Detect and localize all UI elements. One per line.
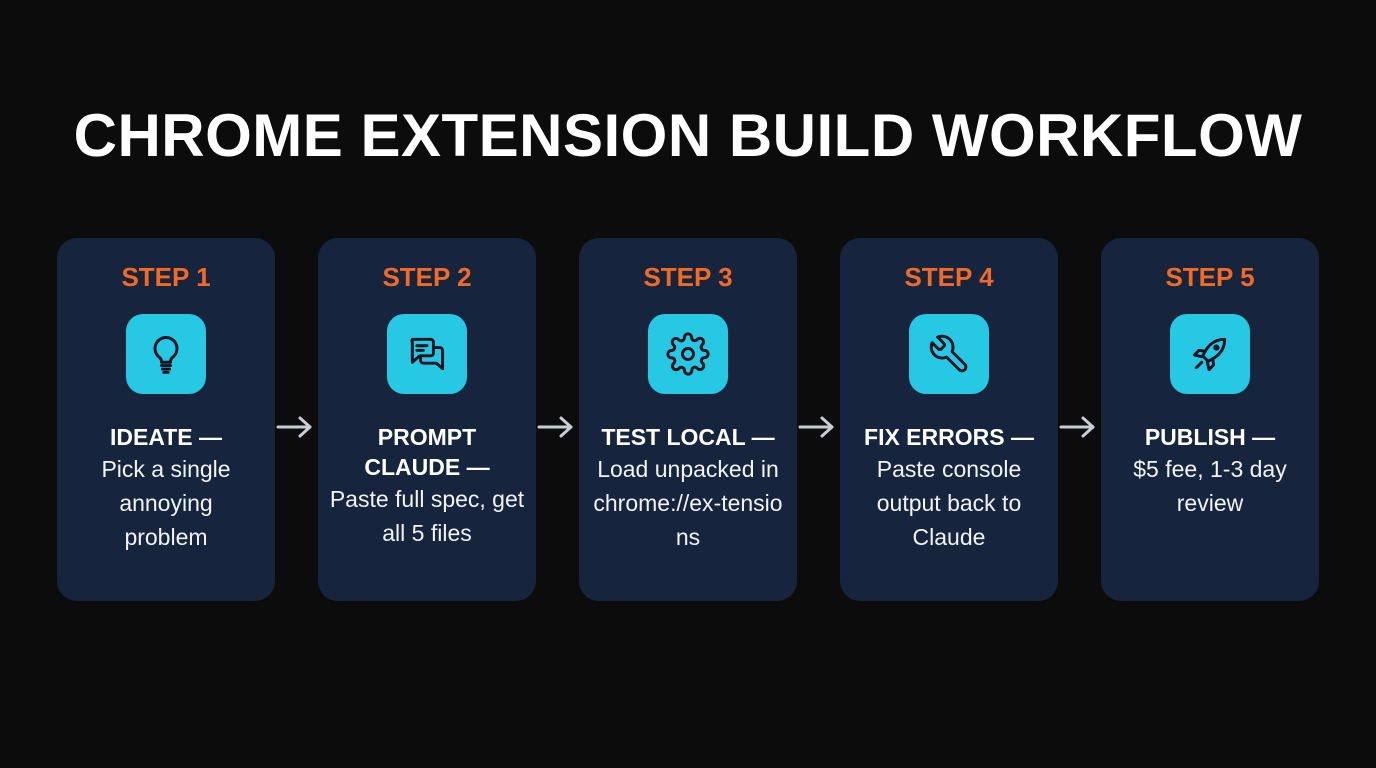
step-heading: FIX ERRORS — (864, 424, 1034, 450)
arrow-right-icon (276, 416, 312, 438)
step-body: $5 fee, 1-3 day review (1133, 456, 1287, 516)
step-heading: PUBLISH — (1144, 424, 1276, 450)
step-card-2: STEP 2 PROMPT CLAUDE — Paste full spec, … (318, 238, 536, 601)
arrow-right-icon (1059, 416, 1095, 438)
step-description: PUBLISH — $5 fee, 1-3 day review (1109, 422, 1311, 520)
step-label: STEP 5 (1165, 262, 1255, 292)
step-card-5: STEP 5 PUBLISH — $5 fee, 1-3 day review (1101, 238, 1319, 601)
step-card-4: STEP 4 FIX ERRORS — Paste console output… (840, 238, 1058, 601)
wrench-icon (929, 334, 968, 373)
step-body: Paste full spec, get all 5 files (329, 486, 525, 546)
arrow-right-icon (537, 416, 573, 438)
icon-tile (909, 314, 989, 394)
icon-tile (126, 314, 206, 394)
step-body: Pick a single annoying problem (101, 456, 231, 550)
chat-bubbles-icon (410, 337, 445, 371)
step-label: STEP 3 (643, 262, 733, 292)
icon-tile (387, 314, 467, 394)
rocket-icon (1192, 337, 1227, 372)
step-description: FIX ERRORS — Paste console output back t… (848, 422, 1050, 554)
step-description: PROMPT CLAUDE — Paste full spec, get all… (326, 422, 528, 550)
gear-icon (666, 332, 710, 376)
step-card-1: STEP 1 IDEATE — Pick a single annoying p… (57, 238, 275, 601)
page-title: CHROME EXTENSION BUILD WORKFLOW (73, 102, 1303, 169)
lightbulb-icon (153, 336, 179, 374)
step-description: IDEATE — Pick a single annoying problem (65, 422, 267, 554)
workflow-steps: STEP 1 IDEATE — Pick a single annoying p… (57, 238, 1319, 601)
step-label: STEP 4 (904, 262, 994, 292)
step-heading: IDEATE — (109, 424, 223, 450)
icon-tile (648, 314, 728, 394)
step-label: STEP 1 (121, 262, 211, 292)
step-heading: TEST LOCAL — (601, 424, 775, 450)
step-body: Paste console output back to Claude (876, 456, 1022, 550)
step-body: Load unpacked in chrome://ex-tensions (593, 456, 783, 550)
step-card-3: STEP 3 TEST LOCAL — Load unpacked in chr… (579, 238, 797, 601)
step-heading: PROMPT CLAUDE — (364, 424, 490, 480)
arrow-right-icon (798, 416, 834, 438)
step-description: TEST LOCAL — Load unpacked in chrome://e… (587, 422, 789, 554)
step-label: STEP 2 (382, 262, 472, 292)
icon-tile (1170, 314, 1250, 394)
